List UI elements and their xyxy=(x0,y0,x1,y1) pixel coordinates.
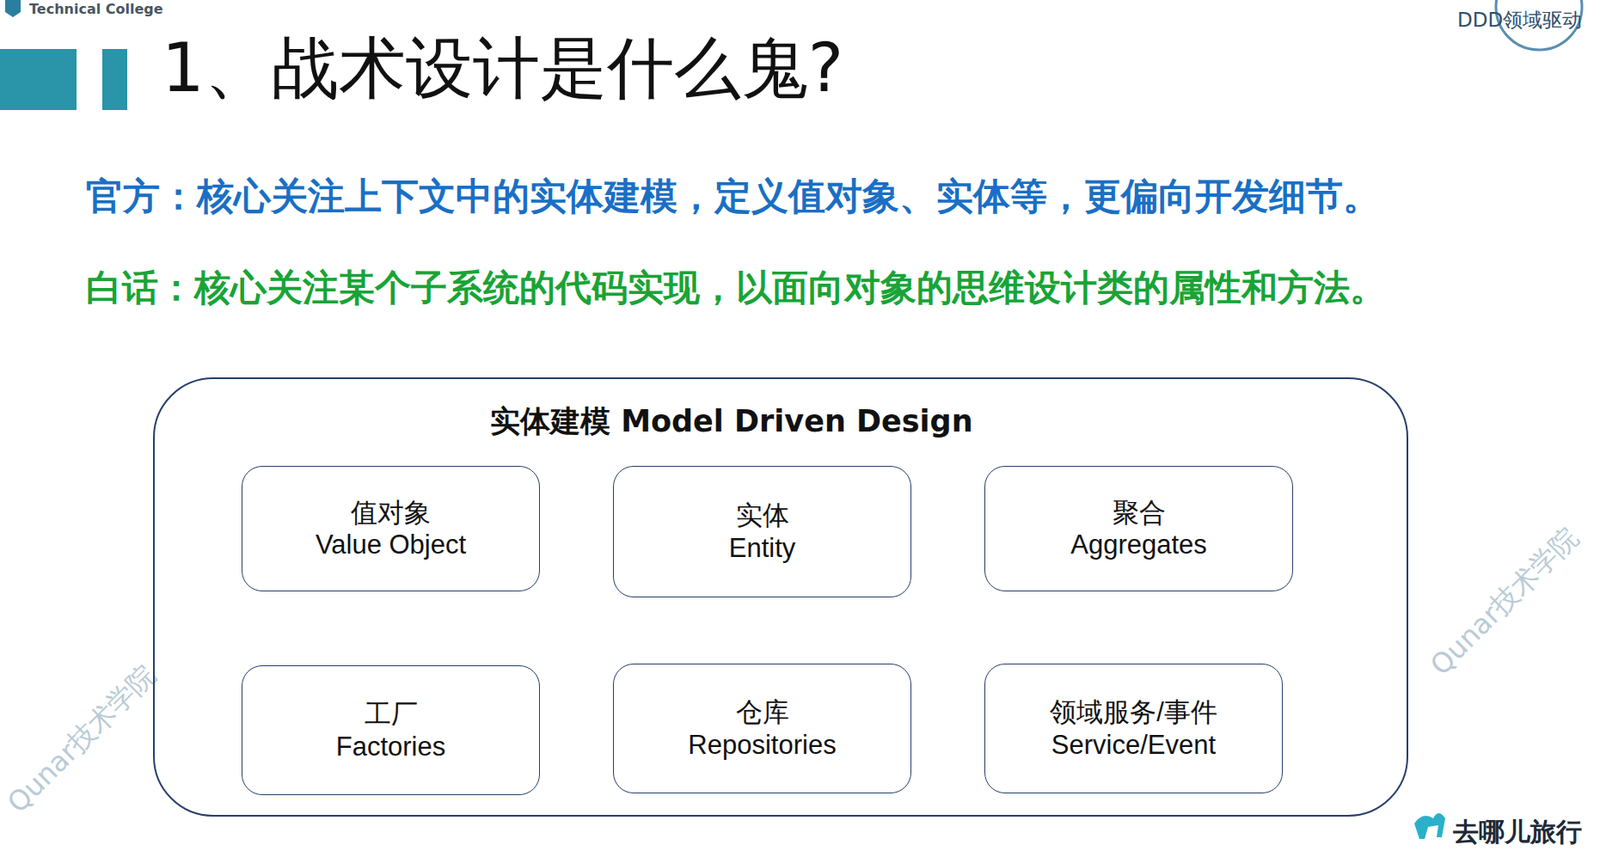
college-logo-text: Technical College xyxy=(29,0,164,18)
concept-name-en: Entity xyxy=(729,532,797,564)
brand-logo-text: 去哪儿旅行 xyxy=(1452,816,1582,848)
model-driven-design-frame: 实体建模 Model Driven Design 值对象Value Object 实… xyxy=(153,377,1409,817)
concept-name-en: Aggregates xyxy=(1070,528,1208,561)
concept-box: 值对象Value Object xyxy=(241,465,540,592)
ddd-logo-text: DDD领域驱动 xyxy=(1457,8,1582,33)
watermark: Qunar技术学院 xyxy=(0,656,164,822)
concept-box: 仓库Repositories xyxy=(613,663,912,794)
concept-name-en: Factories xyxy=(336,730,446,763)
college-logo xyxy=(5,0,21,18)
concept-name-en: Repositories xyxy=(687,729,836,761)
concept-name-en: Value Object xyxy=(315,528,466,561)
concept-name-zh: 聚合 xyxy=(1112,496,1166,529)
concept-box: 实体Entity xyxy=(613,465,912,598)
concept-name-zh: 值对象 xyxy=(350,496,431,529)
concept-box: 领域服务/事件Service/Event xyxy=(984,663,1283,794)
camel-logo xyxy=(1414,813,1446,840)
frame-heading: 实体建模 Model Driven Design xyxy=(490,401,974,442)
concept-box: 工厂Factories xyxy=(241,665,540,796)
slide-title: 1、战术设计是什么鬼? xyxy=(161,34,844,102)
concept-name-zh: 工厂 xyxy=(364,698,418,730)
concept-name-zh: 领域服务/事件 xyxy=(1049,696,1218,729)
official-definition: 官方：核心关注上下文中的实体建模，定义值对象、实体等，更偏向开发细节。 xyxy=(85,174,1582,220)
concept-name-en: Service/Event xyxy=(1051,729,1216,761)
concept-name-zh: 实体 xyxy=(735,499,790,532)
title-bar-small xyxy=(102,49,128,111)
plain-definition: 白话：核心关注某个子系统的代码实现，以面向对象的思维设计类的属性和方法。 xyxy=(85,266,1582,310)
title-bar xyxy=(0,49,77,111)
concept-box: 聚合Aggregates xyxy=(984,465,1294,592)
concept-name-zh: 仓库 xyxy=(735,696,790,729)
watermark: Qunar技术学院 xyxy=(1422,519,1587,684)
